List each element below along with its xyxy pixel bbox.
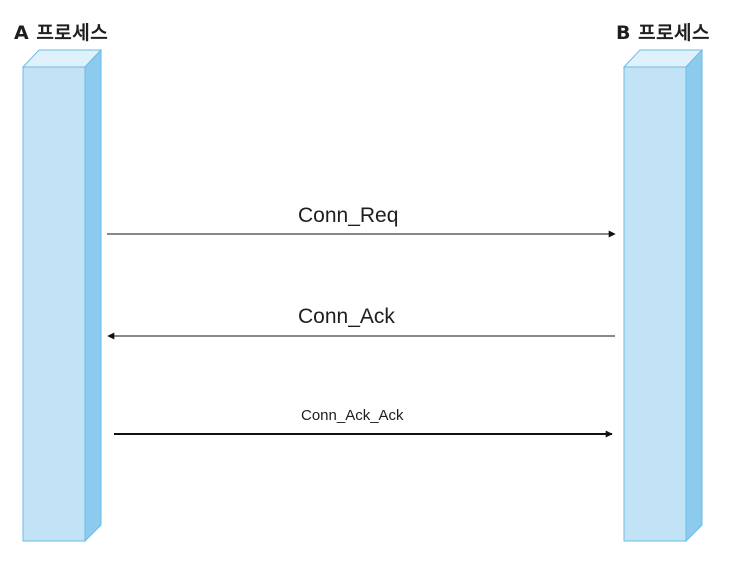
process-a-bar-front bbox=[22, 66, 86, 542]
process-b-bar-side bbox=[685, 48, 703, 543]
process-b-label: B 프로세스 bbox=[616, 22, 711, 44]
conn-ack-label: Conn_Ack bbox=[298, 305, 395, 328]
conn-req-label: Conn_Req bbox=[298, 204, 399, 227]
process-a-label: A 프로세스 bbox=[14, 22, 109, 44]
conn-ack-ack-label: Conn_Ack_Ack bbox=[301, 407, 404, 424]
process-b-bar bbox=[622, 48, 704, 543]
process-a-bar bbox=[21, 48, 103, 543]
process-b-bar-front bbox=[623, 66, 687, 542]
process-a-bar-side bbox=[84, 48, 102, 543]
